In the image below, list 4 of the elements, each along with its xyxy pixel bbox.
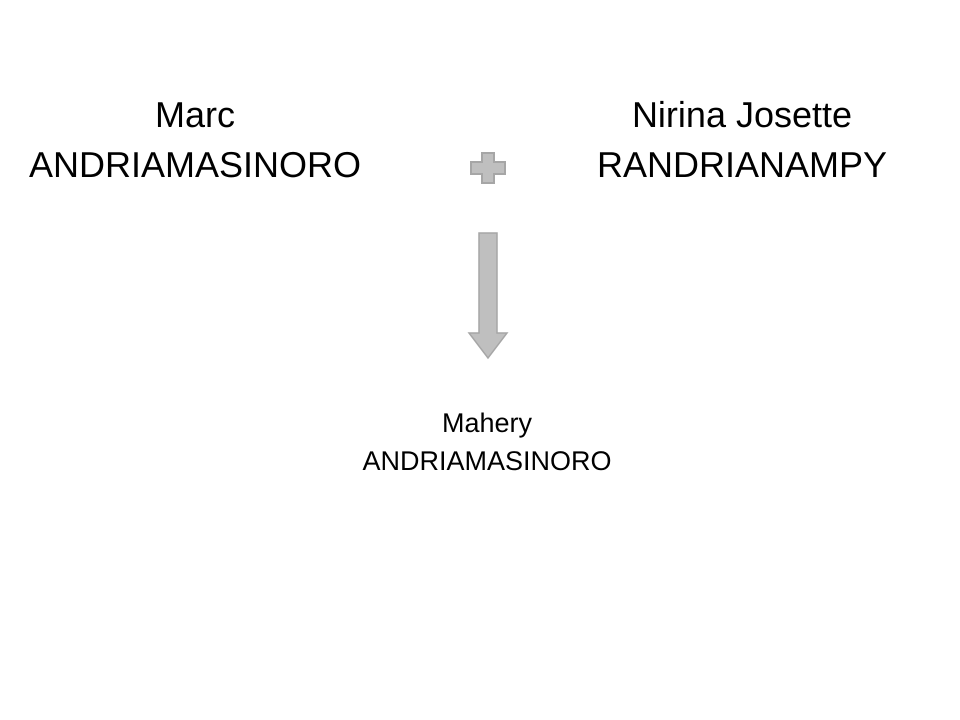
person-name: Mahery ANDRIAMASINORO [361, 407, 613, 478]
arrow [467, 232, 509, 360]
person-name: Nirina Josette RANDRIANAMPY [596, 93, 888, 187]
person-name: Marc ANDRIAMASINORO [28, 93, 362, 187]
